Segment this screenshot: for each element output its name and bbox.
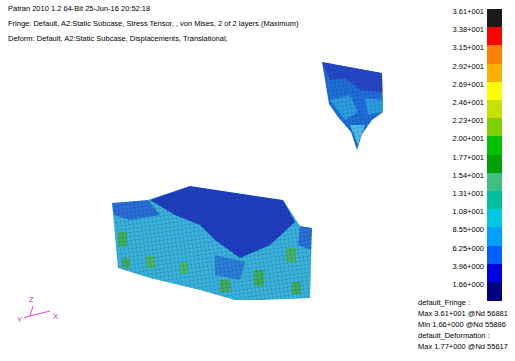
header-text: Fringe: Default, A2:Static Subcase, Stre…	[8, 20, 298, 28]
color-swatch	[487, 191, 502, 210]
legend-value: 3.38+001	[453, 26, 485, 34]
legend-value: 1.77+001	[453, 154, 485, 162]
legend-value: 1.08+001	[453, 208, 485, 216]
axis-triad	[24, 306, 50, 318]
color-swatch	[487, 118, 502, 137]
legend-value: 1.54+001	[453, 172, 485, 180]
legend-value: 3.61+001	[453, 8, 485, 16]
result-note: Max 1.77+000 @Nd 55617	[418, 343, 508, 351]
color-swatch	[487, 136, 502, 155]
color-swatch	[487, 264, 502, 283]
legend-value: 2.00+001	[453, 135, 485, 143]
color-swatch	[487, 209, 502, 228]
legend-value: 2.92+001	[453, 63, 485, 71]
legend-value: 2.46+001	[453, 99, 485, 107]
result-note: Min 1.66+000 @Nd 55886	[418, 321, 506, 329]
legend-value: 2.23+001	[453, 117, 485, 125]
shell-part	[105, 180, 320, 305]
legend-value: 1.31+001	[453, 190, 485, 198]
color-swatch	[487, 64, 502, 83]
result-note: default_Deformation :	[418, 332, 490, 340]
color-swatch	[487, 227, 502, 246]
color-swatch	[487, 82, 502, 101]
legend-value: 6.25+000	[453, 245, 485, 253]
color-swatch	[487, 155, 502, 174]
legend-value: 3.15+001	[453, 44, 485, 52]
legend-value: 1.66+000	[453, 281, 485, 289]
legend-value: 3.96+000	[453, 263, 485, 271]
result-note: Max 3.61+001 @Nd 56881	[418, 310, 508, 318]
color-swatch	[487, 173, 502, 192]
color-swatch	[487, 100, 502, 119]
color-swatch	[487, 9, 502, 28]
header-text: Deform: Default, A2:Static Subcase, Disp…	[8, 35, 228, 43]
color-swatch	[487, 27, 502, 46]
color-swatch	[487, 246, 502, 265]
color-swatch	[487, 45, 502, 64]
legend-value: 2.69+001	[453, 81, 485, 89]
legend-value: 8.55+000	[453, 226, 485, 234]
shell-part	[315, 55, 390, 155]
result-note: default_Fringe :	[418, 299, 470, 307]
axis-label: Z	[29, 296, 34, 304]
axis-label: Y	[17, 316, 22, 324]
axis-label: X	[53, 313, 58, 321]
header-text: Patran 2010 1.2 64-Bit 25-Jun-16 20:52:1…	[8, 5, 150, 13]
color-swatch	[487, 282, 502, 301]
